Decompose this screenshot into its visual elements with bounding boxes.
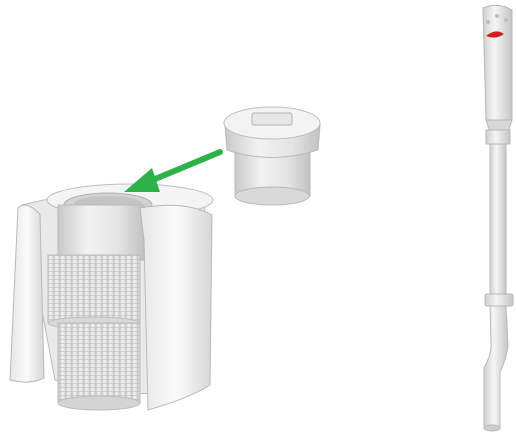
tall-tube-assembly bbox=[482, 4, 514, 432]
red-marker bbox=[486, 31, 504, 38]
threaded-base-with-cover bbox=[9, 183, 214, 411]
green-insert-arrow bbox=[124, 149, 223, 192]
plug-cap bbox=[223, 106, 321, 206]
